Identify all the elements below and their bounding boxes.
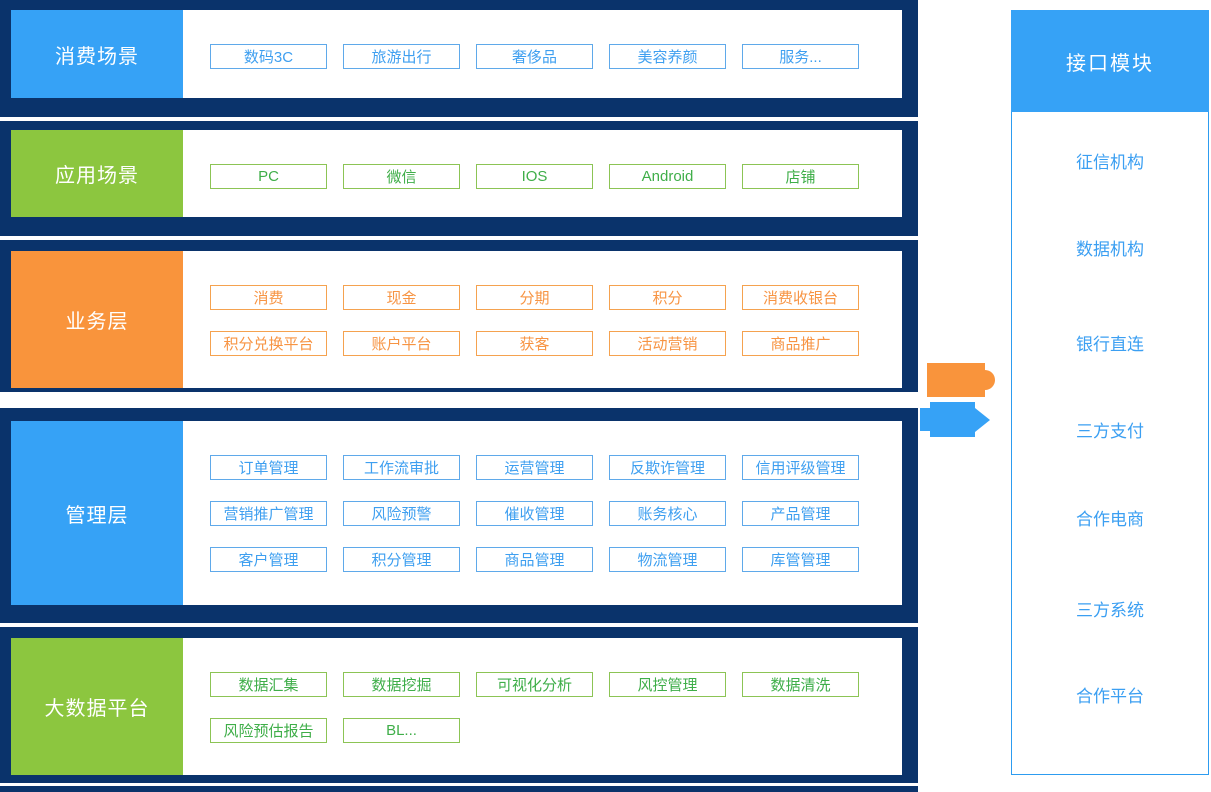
chip-consumer-scenes-1-3: 奢侈品: [476, 44, 593, 69]
orange-connector-icon: [927, 363, 995, 397]
interface-item-3: 银行直连: [1076, 335, 1144, 354]
chip-row-management-layer-1: 订单管理工作流审批运营管理反欺诈管理信用评级管理: [210, 455, 859, 480]
chip-row-business-layer-1: 消费现金分期积分消费收银台: [210, 285, 859, 310]
layer-panel-consumer-scenes: 消费场景 数码3C 旅游出行奢侈品美容养颜服务...: [11, 10, 902, 98]
interface-panel-title: 接口模块: [1066, 52, 1154, 75]
chip-consumer-scenes-1-4: 美容养颜: [609, 44, 726, 69]
chip-management-layer-3-2: 积分管理: [343, 547, 460, 572]
chip-management-layer-1-1: 订单管理: [210, 455, 327, 480]
chip-management-layer-3-3: 商品管理: [476, 547, 593, 572]
chip-management-layer-3-4: 物流管理: [609, 547, 726, 572]
chip-bigdata-platform-2-2: BL...: [343, 718, 460, 743]
chip-consumer-scenes-1-1: 数码3C: [210, 44, 327, 69]
chip-management-layer-1-2: 工作流审批: [343, 455, 460, 480]
chip-app-scenes-1-1: PC: [210, 164, 327, 189]
chip-row-business-layer-2: 积分兑换平台账户平台获客活动营销商品推广: [210, 331, 859, 356]
chip-management-layer-3-1: 客户管理: [210, 547, 327, 572]
chip-management-layer-1-3: 运营管理: [476, 455, 593, 480]
chip-row-app-scenes-1: PC 微信 IOS Android 店铺: [210, 164, 859, 189]
chip-management-layer-2-2: 风险预警: [343, 501, 460, 526]
interface-panel-body: 征信机构数据机构银行直连三方支付合作电商三方系统合作平台: [1011, 112, 1209, 775]
layer-label-consumer-scenes: 消费场景: [11, 10, 183, 98]
blue-arrow-icon: [920, 402, 990, 437]
chip-bigdata-platform-1-3: 可视化分析: [476, 672, 593, 697]
layer-label-business-layer: 业务层: [11, 251, 183, 388]
chip-app-scenes-1-5: 店铺: [742, 164, 859, 189]
chip-business-layer-1-1: 消费: [210, 285, 327, 310]
layer-band-consumer-scenes: 消费场景 数码3C 旅游出行奢侈品美容养颜服务...: [0, 0, 918, 117]
chip-consumer-scenes-1-2: 旅游出行: [343, 44, 460, 69]
chip-app-scenes-1-3: IOS: [476, 164, 593, 189]
interface-item-5: 合作电商: [1076, 510, 1144, 529]
chip-row-bigdata-platform-2: 风险预估报告 BL...: [210, 718, 460, 743]
chip-consumer-scenes-1-5: 服务...: [742, 44, 859, 69]
layer-label-management-layer: 管理层: [11, 421, 183, 605]
bottom-band-strip: [0, 786, 918, 792]
chip-row-bigdata-platform-1: 数据汇集数据挖掘可视化分析风控管理数据清洗: [210, 672, 859, 697]
layer-stack: 消费场景 数码3C 旅游出行奢侈品美容养颜服务... 应用场景 PC 微信 IOS Andro…: [0, 0, 918, 783]
chip-app-scenes-1-4: Android: [609, 164, 726, 189]
chip-business-layer-2-1: 积分兑换平台: [210, 331, 327, 356]
chip-row-management-layer-2: 营销推广管理风险预警催收管理账务核心产品管理: [210, 501, 859, 526]
interface-panel: 接口模块 征信机构数据机构银行直连三方支付合作电商三方系统合作平台: [1011, 10, 1209, 775]
interface-panel-header: 接口模块: [1011, 10, 1209, 112]
layer-panel-management-layer: 管理层订单管理工作流审批运营管理反欺诈管理信用评级管理营销推广管理风险预警催收管…: [11, 421, 902, 605]
interface-item-2: 数据机构: [1076, 240, 1144, 259]
chip-bigdata-platform-1-5: 数据清洗: [742, 672, 859, 697]
chip-business-layer-1-5: 消费收银台: [742, 285, 859, 310]
layer-band-management-layer: 管理层订单管理工作流审批运营管理反欺诈管理信用评级管理营销推广管理风险预警催收管…: [0, 408, 918, 623]
layer-band-app-scenes: 应用场景 PC 微信 IOS Android 店铺: [0, 121, 918, 236]
layer-label-app-scenes: 应用场景: [11, 130, 183, 217]
chip-business-layer-2-2: 账户平台: [343, 331, 460, 356]
chip-row-consumer-scenes-1: 数码3C 旅游出行奢侈品美容养颜服务...: [210, 44, 859, 69]
chip-bigdata-platform-1-2: 数据挖掘: [343, 672, 460, 697]
chip-business-layer-1-4: 积分: [609, 285, 726, 310]
interface-item-7: 合作平台: [1076, 687, 1144, 706]
layer-label-bigdata-platform: 大数据平台: [11, 638, 183, 775]
layer-band-business-layer: 业务层消费现金分期积分消费收银台积分兑换平台账户平台获客活动营销商品推广: [0, 240, 918, 392]
chip-management-layer-2-4: 账务核心: [609, 501, 726, 526]
chip-bigdata-platform-1-4: 风控管理: [609, 672, 726, 697]
interface-item-6: 三方系统: [1076, 601, 1144, 620]
connector-arrows: [920, 363, 995, 437]
layer-panel-business-layer: 业务层消费现金分期积分消费收银台积分兑换平台账户平台获客活动营销商品推广: [11, 251, 902, 388]
chip-business-layer-1-2: 现金: [343, 285, 460, 310]
chip-management-layer-2-5: 产品管理: [742, 501, 859, 526]
chip-management-layer-1-4: 反欺诈管理: [609, 455, 726, 480]
chip-app-scenes-1-2: 微信: [343, 164, 460, 189]
interface-item-1: 征信机构: [1076, 153, 1144, 172]
chip-management-layer-2-3: 催收管理: [476, 501, 593, 526]
interface-item-4: 三方支付: [1076, 422, 1144, 441]
layer-panel-app-scenes: 应用场景 PC 微信 IOS Android 店铺: [11, 130, 902, 217]
chip-row-management-layer-3: 客户管理积分管理商品管理物流管理库管管理: [210, 547, 859, 572]
chip-business-layer-2-4: 活动营销: [609, 331, 726, 356]
chip-business-layer-2-5: 商品推广: [742, 331, 859, 356]
chip-management-layer-2-1: 营销推广管理: [210, 501, 327, 526]
chip-bigdata-platform-2-1: 风险预估报告: [210, 718, 327, 743]
chip-management-layer-1-5: 信用评级管理: [742, 455, 859, 480]
chip-business-layer-2-3: 获客: [476, 331, 593, 356]
chip-business-layer-1-3: 分期: [476, 285, 593, 310]
chip-management-layer-3-5: 库管管理: [742, 547, 859, 572]
chip-bigdata-platform-1-1: 数据汇集: [210, 672, 327, 697]
